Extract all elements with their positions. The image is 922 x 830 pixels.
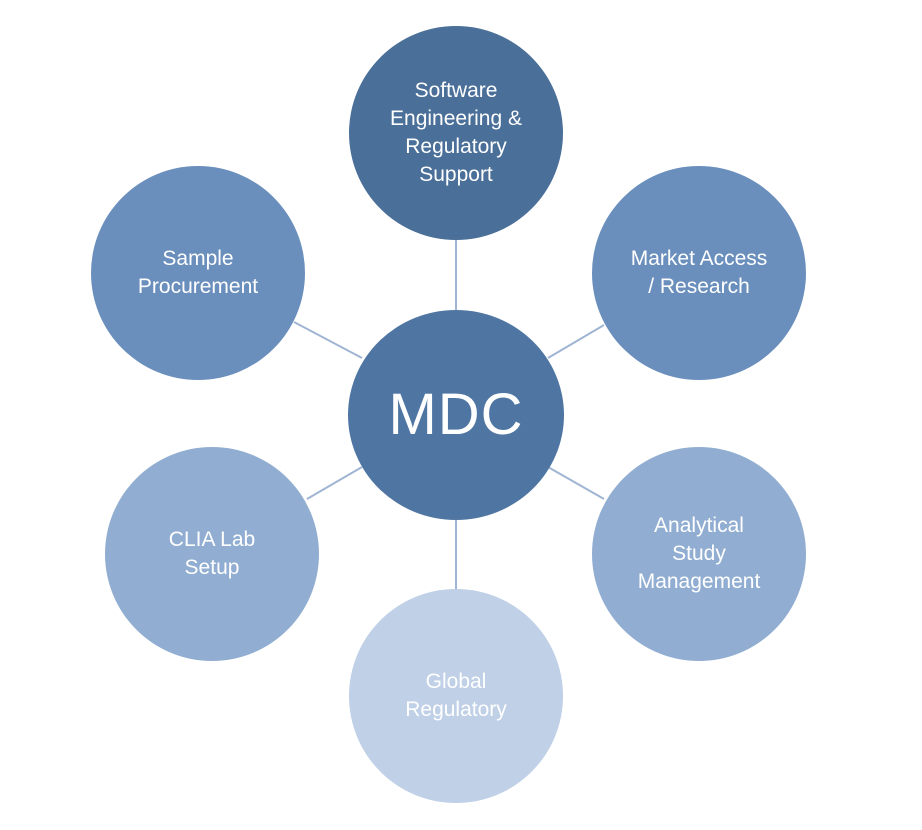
connector-top-right <box>547 324 605 359</box>
node-label: CLIA Lab Setup <box>168 528 256 579</box>
node-software-engineering: Software Engineering & Regulatory Suppor… <box>349 26 563 240</box>
node-label: Software Engineering & Regulatory Suppor… <box>390 79 522 186</box>
connector-top-left <box>293 321 363 359</box>
node-label: Market Access / Research <box>630 247 768 298</box>
node-label: Analytical Study Management <box>637 514 761 593</box>
connector-bottom-right <box>547 466 605 500</box>
node-sample-procurement: Sample Procurement <box>91 166 305 380</box>
node-analytical-study: Analytical Study Management <box>592 447 806 661</box>
center-label: MDC <box>388 382 524 447</box>
node-label: Global Regulatory <box>405 670 507 721</box>
node-center-mdc: MDC <box>348 310 564 520</box>
node-label: Sample Procurement <box>137 247 259 298</box>
node-clia-lab: CLIA Lab Setup <box>105 447 319 661</box>
node-global-regulatory: Global Regulatory <box>349 589 563 803</box>
connector-bottom-left <box>306 466 363 500</box>
node-market-access: Market Access / Research <box>592 166 806 380</box>
